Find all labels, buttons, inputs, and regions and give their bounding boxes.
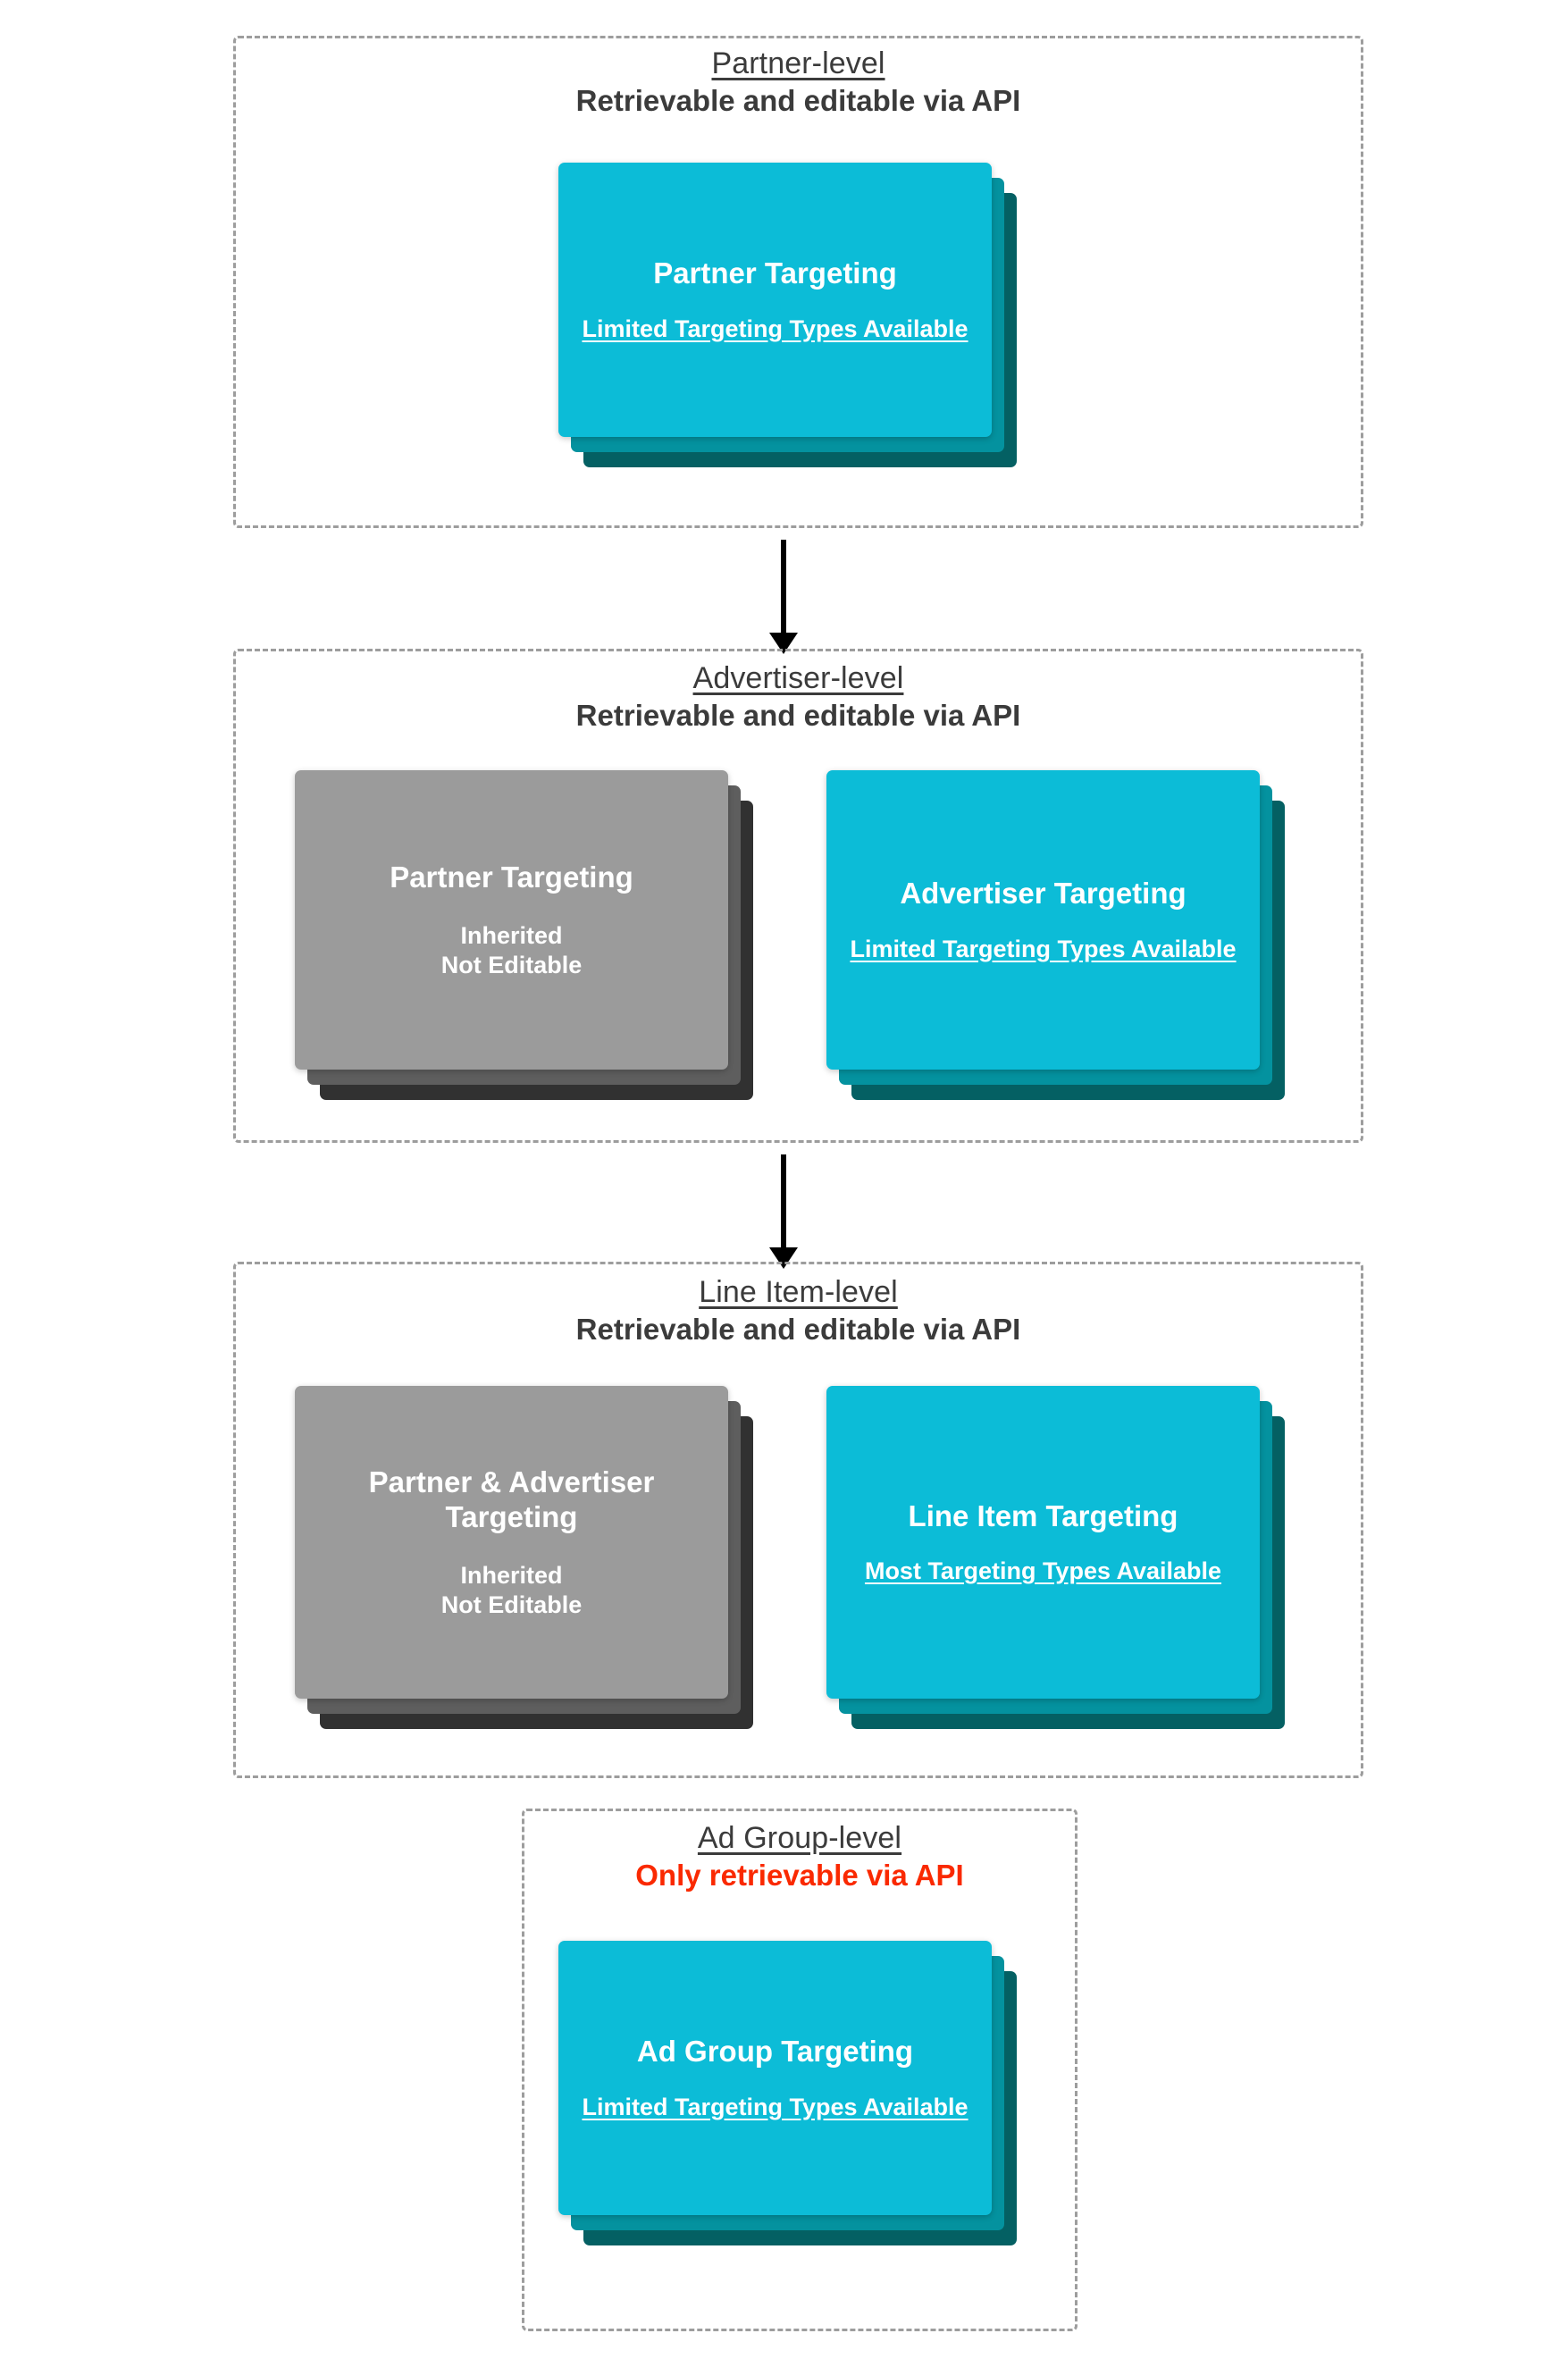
card-title: Advertiser Targeting [900, 877, 1186, 910]
card-title: Ad Group Targeting [636, 2035, 914, 2068]
card-stack-partner-targeting[interactable]: Partner Targeting Limited Targeting Type… [558, 163, 1017, 467]
level-box-advertiser [233, 649, 1363, 1143]
card-stack-ad-group-targeting[interactable]: Ad Group Targeting Limited Targeting Typ… [558, 1941, 1017, 2245]
level-box-partner [233, 36, 1363, 528]
level-box-ad-group [522, 1809, 1077, 2331]
card-note: Limited Targeting Types Available [850, 935, 1237, 962]
arrow-shaft [781, 1154, 786, 1247]
card-stack-line-item-inherited[interactable]: Partner & Advertiser Targeting Inherited… [295, 1386, 753, 1729]
arrow-shaft [781, 540, 786, 633]
card-layer-front[interactable]: Line Item Targeting Most Targeting Types… [826, 1386, 1260, 1699]
card-note: Limited Targeting Types Available [582, 315, 968, 342]
card-stack-advertiser-targeting[interactable]: Advertiser Targeting Limited Targeting T… [826, 770, 1285, 1100]
down-arrow-icon [769, 1247, 798, 1269]
card-layer-front[interactable]: Ad Group Targeting Limited Targeting Typ… [558, 1941, 992, 2215]
card-layer-front[interactable]: Partner Targeting Limited Targeting Type… [558, 163, 992, 437]
card-layer-front[interactable]: Partner & Advertiser Targeting Inherited… [295, 1386, 728, 1699]
card-title: Partner Targeting [390, 860, 633, 894]
card-title: Partner Targeting [653, 256, 897, 290]
card-note: Most Targeting Types Available [864, 1557, 1222, 1585]
level-box-line-item [233, 1262, 1363, 1778]
card-note: Limited Targeting Types Available [582, 2093, 968, 2120]
card-title: Partner & Advertiser Targeting [368, 1465, 655, 1533]
card-layer-front[interactable]: Advertiser Targeting Limited Targeting T… [826, 770, 1260, 1070]
card-stack-line-item-targeting[interactable]: Line Item Targeting Most Targeting Types… [826, 1386, 1285, 1729]
card-title: Line Item Targeting [908, 1498, 1178, 1532]
